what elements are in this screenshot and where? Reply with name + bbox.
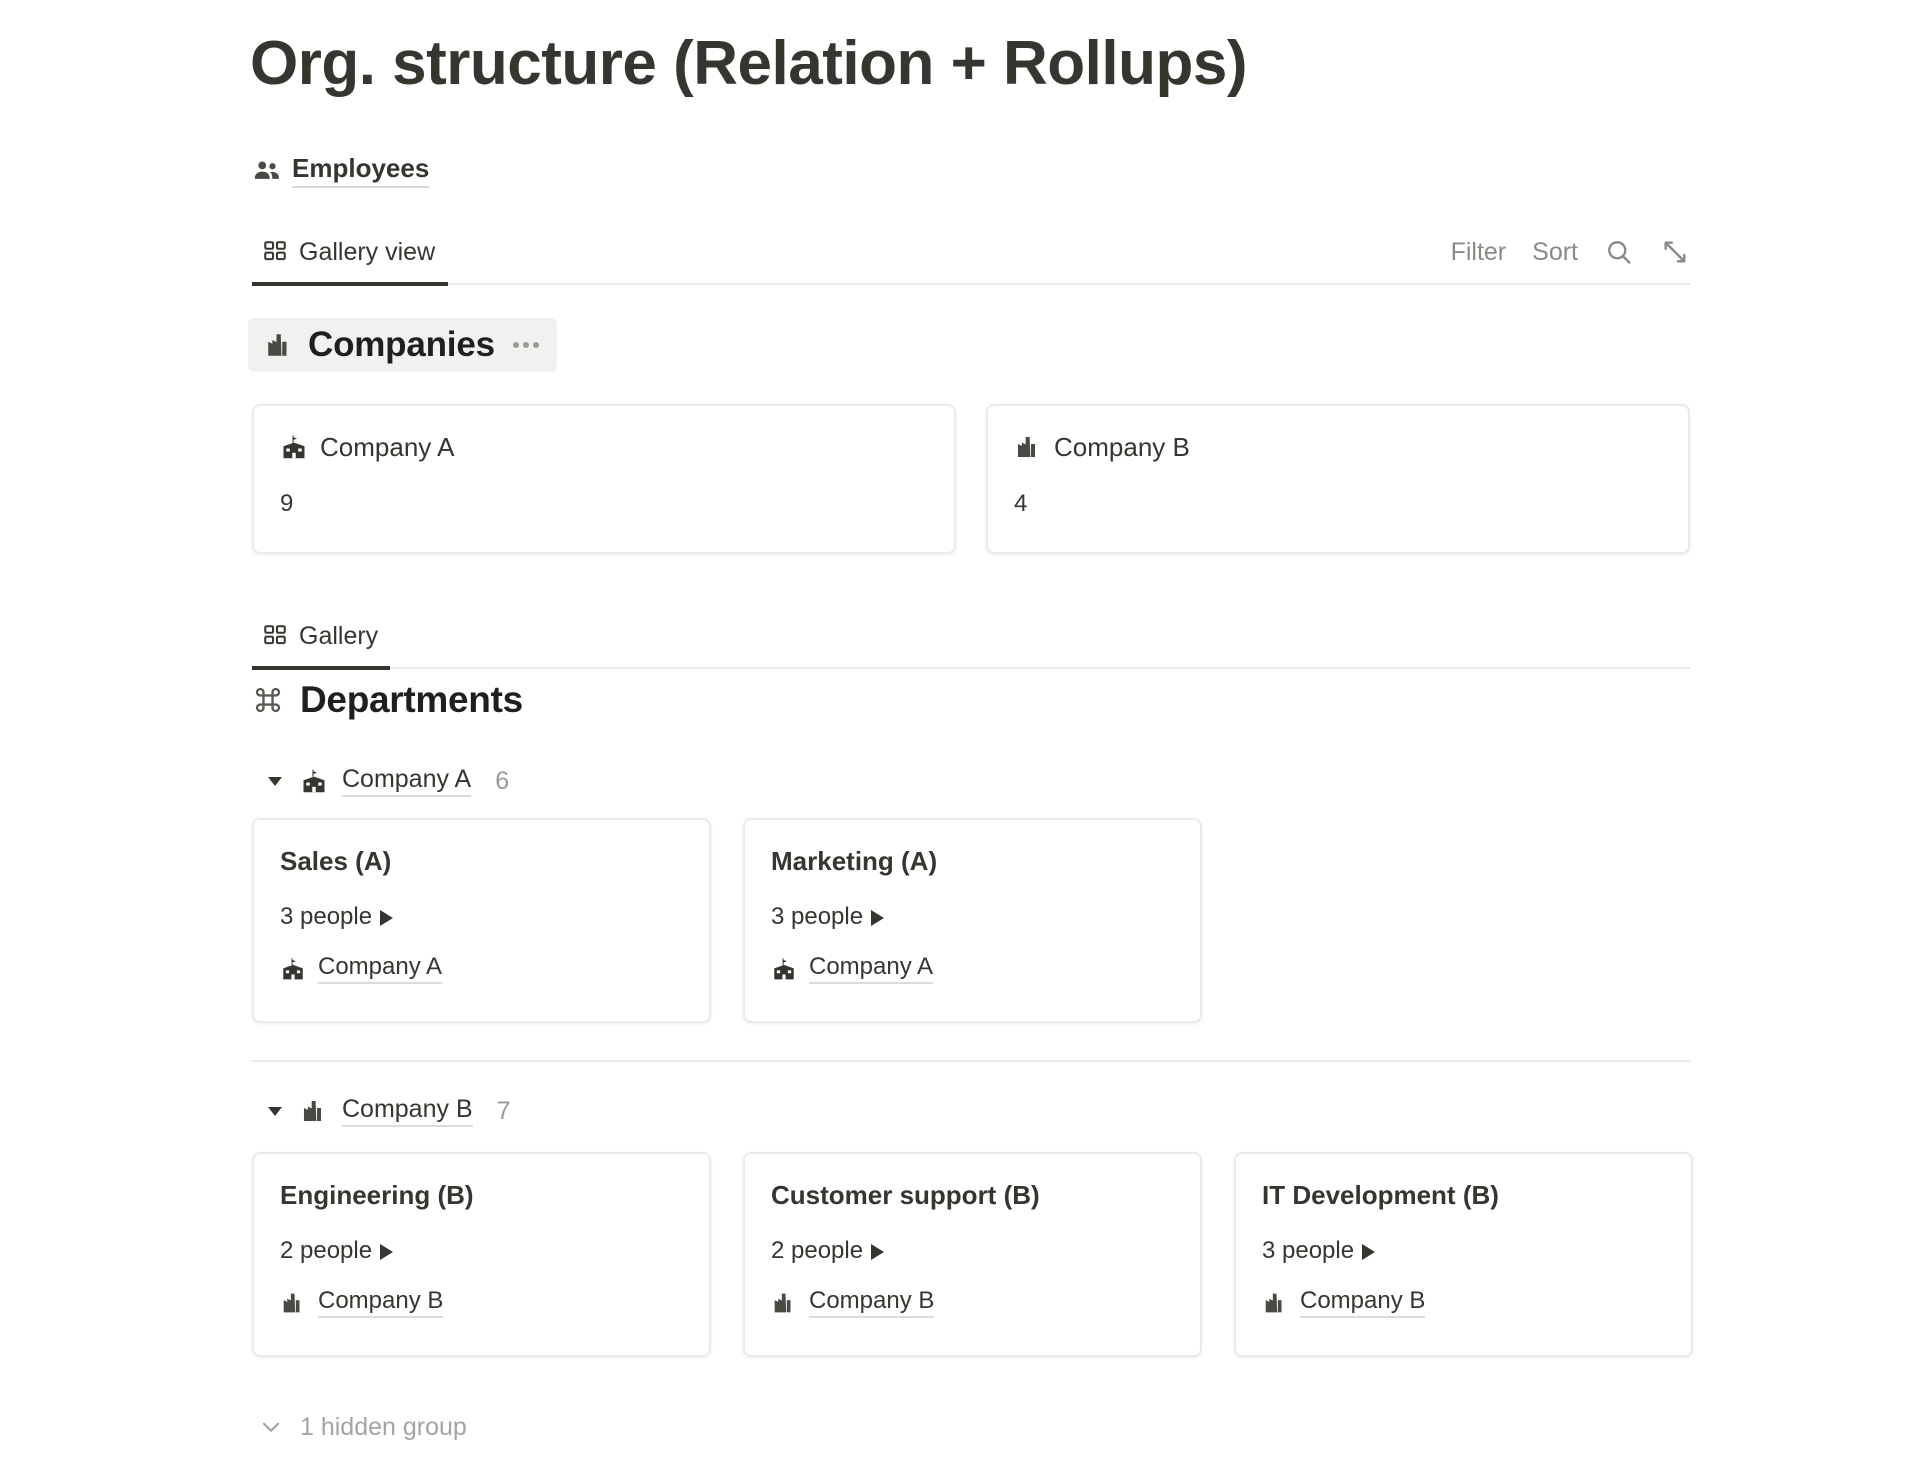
group-header-company-b[interactable]: Company B 7 — [264, 1090, 511, 1132]
card-title-row: Company A — [280, 430, 928, 464]
school-building-icon — [280, 956, 306, 982]
group-name[interactable]: Company A — [342, 765, 472, 797]
ellipsis-icon[interactable] — [512, 342, 539, 348]
card-sales-a[interactable]: Sales (A) 3 people Company A — [252, 818, 711, 1023]
card-people-rollup[interactable]: 2 people — [771, 1237, 1174, 1265]
card-relation[interactable]: Company B — [1262, 1287, 1665, 1319]
caret-down-icon[interactable] — [264, 770, 286, 792]
gallery-view-toolbar: Gallery — [252, 612, 1690, 670]
card-people-count: 3 people — [1262, 1237, 1355, 1265]
factory-building-icon — [300, 1097, 328, 1125]
sort-button[interactable]: Sort — [1532, 237, 1578, 266]
card-title: Customer support (B) — [771, 1180, 1040, 1210]
section-header-departments[interactable]: Departments — [252, 672, 523, 728]
expand-diagonal-icon[interactable] — [1660, 237, 1690, 267]
card-relation-label: Company B — [809, 1287, 935, 1319]
card-people-rollup[interactable]: 2 people — [280, 1237, 683, 1265]
filter-button[interactable]: Filter — [1450, 237, 1507, 266]
card-relation[interactable]: Company B — [771, 1287, 1174, 1319]
view-toolbar: Gallery view Filter Sort — [252, 228, 1690, 286]
card-people-rollup[interactable]: 3 people — [771, 903, 1174, 931]
factory-building-icon — [771, 1290, 797, 1316]
caret-down-icon[interactable] — [264, 1100, 286, 1122]
play-triangle-icon[interactable] — [380, 1244, 394, 1261]
card-relation[interactable]: Company A — [771, 953, 1174, 985]
group-name[interactable]: Company B — [342, 1095, 473, 1127]
card-engineering-b[interactable]: Engineering (B) 2 people Company B — [252, 1152, 711, 1357]
school-building-icon — [771, 956, 797, 982]
factory-building-icon — [1262, 1290, 1288, 1316]
card-title: IT Development (B) — [1262, 1180, 1499, 1210]
card-people-count: 3 people — [280, 903, 373, 931]
hidden-groups-label: 1 hidden group — [300, 1412, 467, 1441]
card-relation-label: Company B — [1300, 1287, 1426, 1319]
card-people-count: 3 people — [771, 903, 864, 931]
card-relation[interactable]: Company B — [280, 1287, 683, 1319]
card-people-count: 2 people — [280, 1237, 373, 1265]
card-relation-label: Company B — [318, 1287, 444, 1319]
card-people-rollup[interactable]: 3 people — [280, 903, 683, 931]
card-customer-support-b[interactable]: Customer support (B) 2 people Company B — [743, 1152, 1202, 1357]
card-people-rollup[interactable]: 3 people — [1262, 1237, 1665, 1265]
card-relation-label: Company A — [318, 953, 443, 985]
factory-building-icon — [264, 330, 294, 360]
companies-card-row: Company A 9 Company B 4 — [252, 404, 1690, 554]
play-triangle-icon[interactable] — [380, 910, 394, 927]
section-title-departments: Departments — [300, 679, 523, 720]
hidden-groups-toggle[interactable]: 1 hidden group — [258, 1408, 467, 1446]
card-title: Company B — [1054, 431, 1190, 462]
card-relation[interactable]: Company A — [280, 953, 683, 985]
toolbar-divider — [252, 667, 1690, 669]
group-divider — [252, 1060, 1690, 1062]
people-group-icon — [252, 155, 282, 185]
active-tab-indicator — [252, 282, 448, 286]
chevron-down-icon[interactable] — [258, 1414, 284, 1440]
tab-gallery-label: Gallery — [299, 621, 379, 650]
group-count: 6 — [495, 766, 510, 795]
tab-gallery-view[interactable]: Gallery view — [252, 228, 449, 276]
group-header-company-a[interactable]: Company A 6 — [264, 760, 509, 802]
card-title-row: Company B — [1014, 430, 1662, 464]
card-title: Company A — [320, 431, 455, 462]
card-relation-label: Company A — [809, 953, 934, 985]
gallery-grid-icon — [262, 239, 288, 265]
command-icon — [252, 684, 284, 716]
toolbar-divider — [252, 283, 1690, 285]
card-it-development-b[interactable]: IT Development (B) 3 people Company B — [1234, 1152, 1693, 1357]
page-title: Org. structure (Relation + Rollups) — [250, 29, 1248, 98]
section-title-companies: Companies — [308, 325, 495, 364]
view-actions: Filter Sort — [1451, 232, 1690, 272]
card-rollup-value: 4 — [1014, 490, 1028, 517]
school-building-icon — [300, 767, 328, 795]
card-marketing-a[interactable]: Marketing (A) 3 people Company A — [743, 818, 1202, 1023]
section-header-companies[interactable]: Companies — [248, 318, 557, 372]
card-company-a[interactable]: Company A 9 — [252, 404, 956, 554]
card-people-count: 2 people — [771, 1237, 864, 1265]
card-title: Engineering (B) — [280, 1180, 474, 1210]
tab-gallery[interactable]: Gallery — [252, 612, 392, 660]
source-database-label: Employees — [292, 152, 430, 188]
card-title: Sales (A) — [280, 846, 392, 876]
department-card-row-a: Sales (A) 3 people Company A — [252, 818, 1202, 1023]
play-triangle-icon[interactable] — [871, 910, 885, 927]
school-building-icon — [280, 433, 308, 461]
department-card-row-b: Engineering (B) 2 people Company B Custo… — [252, 1152, 1693, 1357]
active-tab-indicator — [252, 666, 390, 670]
card-company-b[interactable]: Company B 4 — [986, 404, 1690, 554]
gallery-grid-icon — [262, 623, 288, 649]
play-triangle-icon[interactable] — [871, 1244, 885, 1261]
factory-building-icon — [1014, 433, 1042, 461]
search-icon[interactable] — [1604, 237, 1634, 267]
factory-building-icon — [280, 1290, 306, 1316]
source-database-link[interactable]: Employees — [252, 152, 430, 188]
card-rollup-value: 9 — [280, 490, 294, 517]
play-triangle-icon[interactable] — [1362, 1244, 1376, 1261]
group-count: 7 — [496, 1096, 511, 1125]
card-title: Marketing (A) — [771, 846, 938, 876]
tab-gallery-view-label: Gallery view — [299, 237, 436, 266]
